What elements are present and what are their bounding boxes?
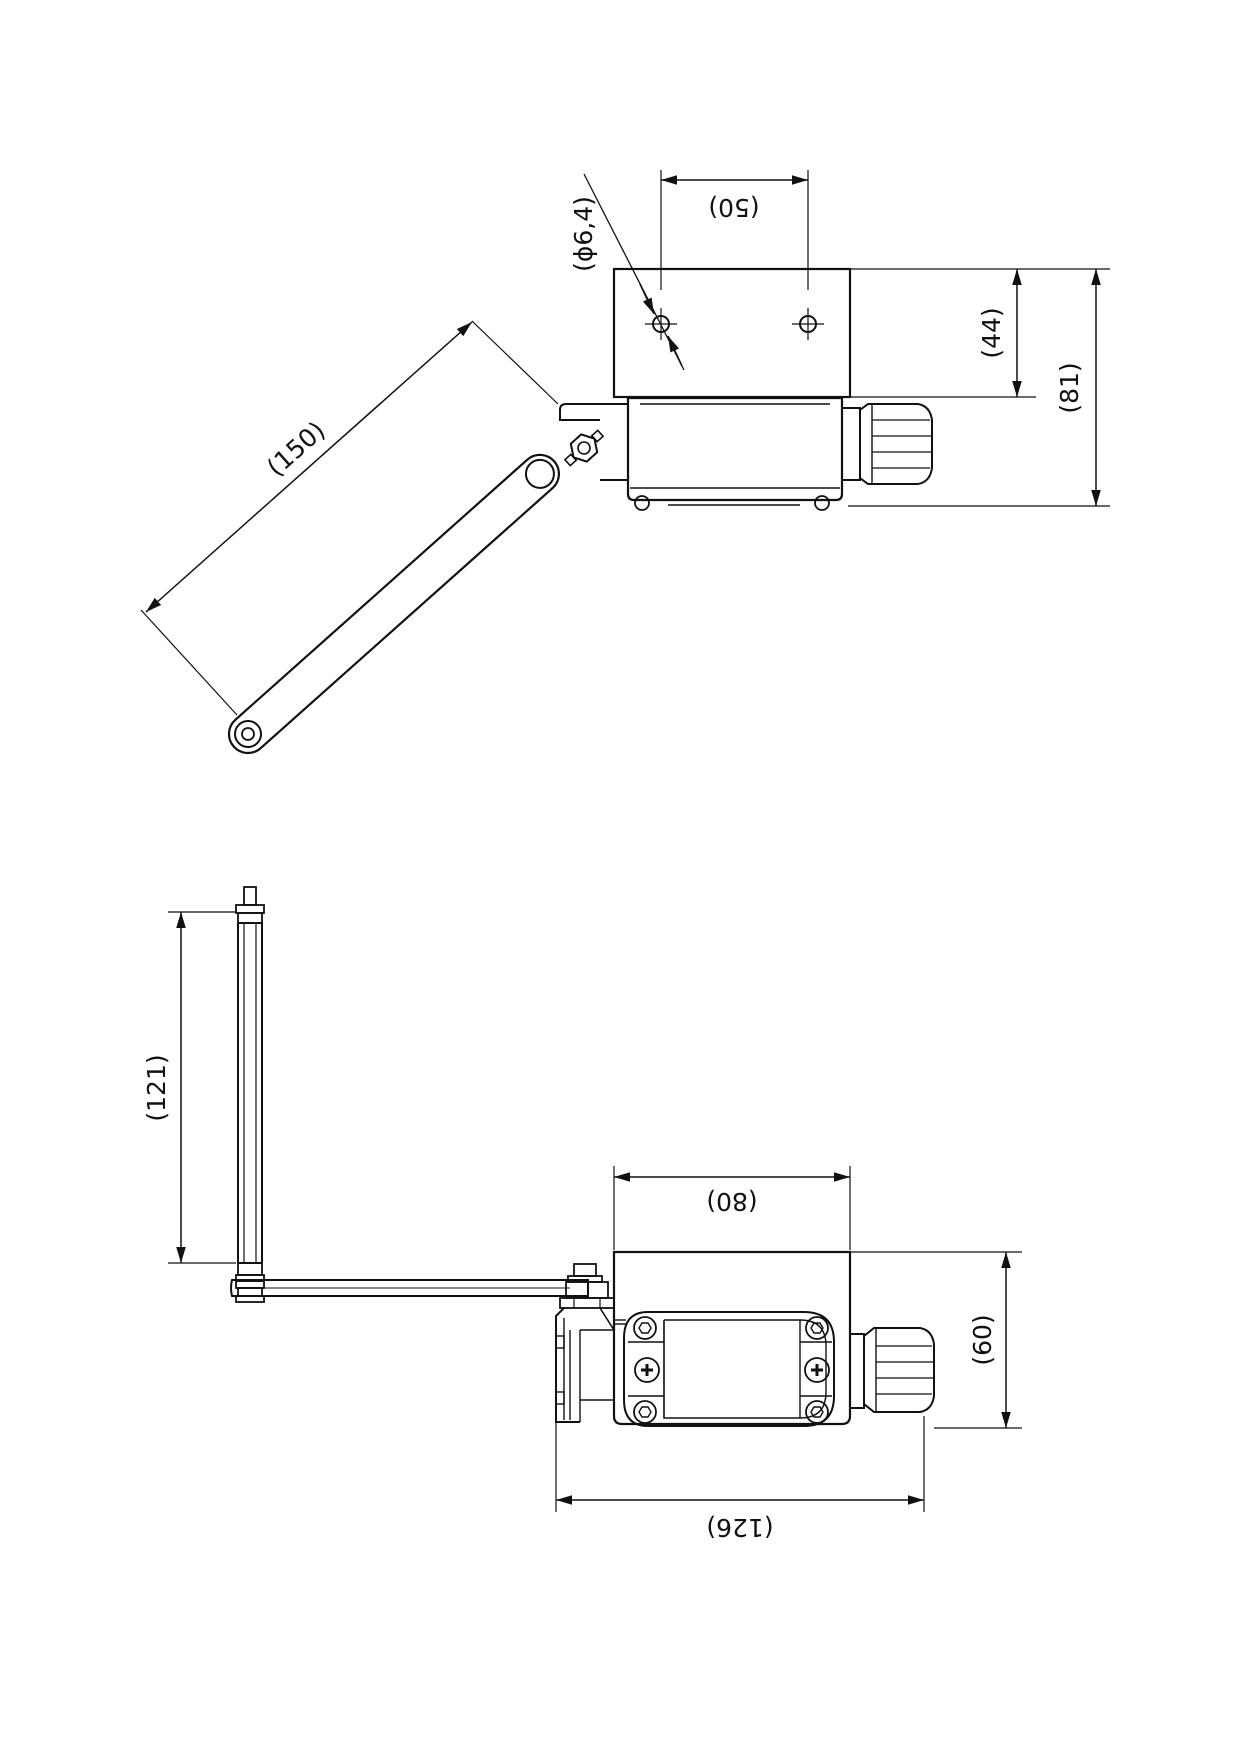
dimension-80: (80) (613, 1166, 851, 1250)
top-view: (50) (ϕ6,4) (150) (44) (81) (140, 170, 1110, 755)
dimension-60: (60) (850, 1251, 1022, 1429)
pivot-nut (563, 429, 605, 467)
dimension-121: (121) (142, 911, 236, 1264)
dimension-44: (44) (850, 268, 1036, 398)
dim-121-label: (121) (142, 1054, 171, 1121)
bottom-view: (121) (80) (60) (126) (142, 886, 1022, 1542)
hex-screw-bottom-right (805, 1400, 829, 1424)
hex-screw-top-right (805, 1316, 829, 1340)
dim-hole-label: (ϕ6,4) (569, 196, 598, 272)
dimension-50: (50) (660, 170, 809, 290)
dim-150-label: (150) (261, 416, 330, 482)
dim-60-label: (60) (968, 1314, 997, 1365)
phillips-screw-right (804, 1357, 830, 1383)
cable-gland-top (841, 403, 933, 485)
dim-44-label: (44) (977, 307, 1006, 358)
dim-80-label: (80) (706, 1187, 757, 1216)
lever-arm (227, 453, 561, 755)
roller-rod (235, 886, 265, 1303)
dimension-81: (81) (848, 268, 1110, 507)
hex-screw-bottom-left (633, 1400, 657, 1424)
mounting-plate (612, 267, 852, 399)
switch-housing-side (612, 1250, 852, 1427)
dim-126-label: (126) (706, 1513, 773, 1542)
lever-bar-side (230, 1263, 615, 1309)
dimension-150: (150) (140, 320, 559, 716)
cover-plate (623, 1311, 835, 1427)
cable-gland-bottom (849, 1327, 935, 1413)
dim-50-label: (50) (708, 193, 759, 222)
mounting-hole-right (792, 308, 824, 340)
hex-screw-top-left (633, 1316, 657, 1340)
phillips-screw-left (634, 1357, 660, 1383)
actuator-head (555, 1307, 615, 1423)
dimension-126: (126) (555, 1416, 925, 1542)
lever-hub (559, 403, 628, 421)
roller-top (234, 720, 262, 748)
switch-body (626, 396, 844, 502)
dimension-hole-diameter: (ϕ6,4) (569, 173, 685, 371)
dim-81-label: (81) (1055, 362, 1084, 413)
